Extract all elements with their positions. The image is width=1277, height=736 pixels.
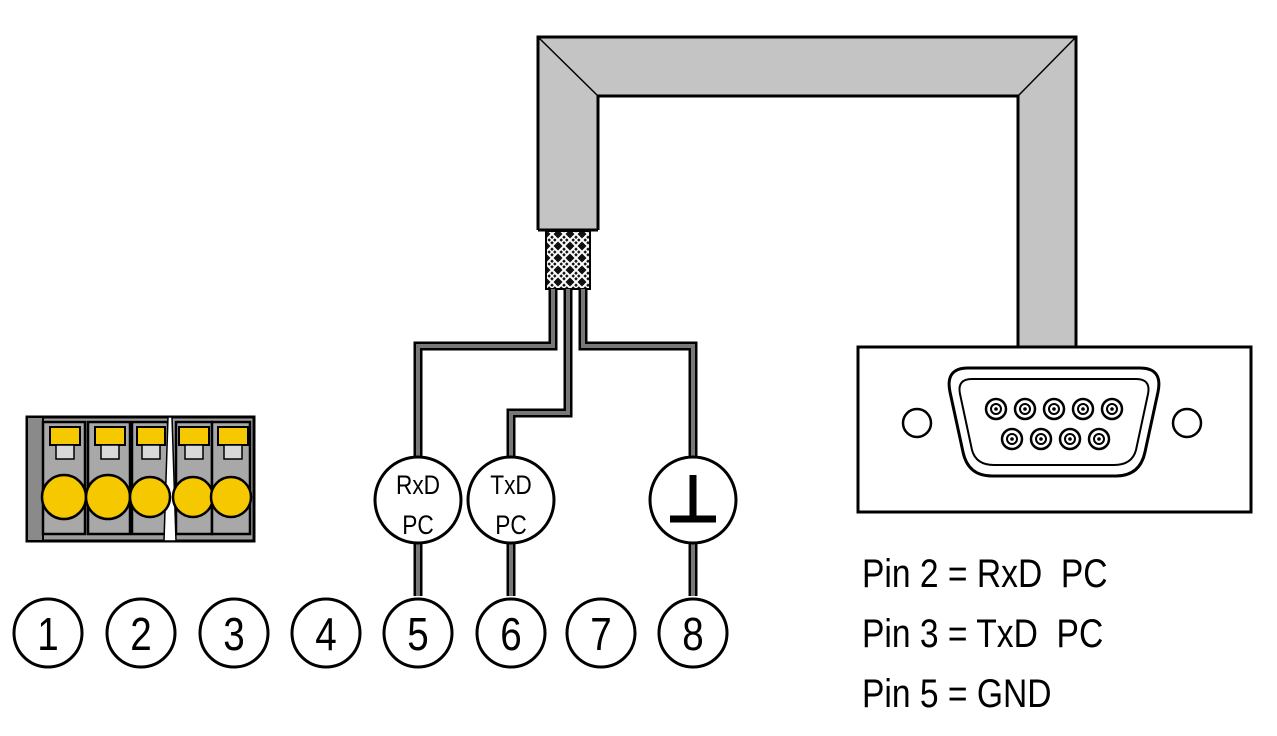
cable xyxy=(536,35,1078,347)
terminal-number-label: 2 xyxy=(130,609,151,660)
dsub-pin xyxy=(984,397,1008,421)
terminal-number-label: 8 xyxy=(682,609,703,660)
dsub-pin xyxy=(1071,397,1095,421)
signal-txd-label: TxD xyxy=(490,470,532,500)
wires xyxy=(413,289,698,596)
terminal-number: 6 xyxy=(475,597,547,669)
terminal-number-label: 3 xyxy=(223,609,244,660)
dsub-pins xyxy=(984,397,1124,451)
dsub-connector-icon xyxy=(856,345,1253,514)
signal-txd-sublabel: PC xyxy=(495,510,526,540)
terminal-number-label: 5 xyxy=(407,609,428,660)
pin-legend-item: Pin 5 = GND xyxy=(862,672,1052,716)
terminal-number: 2 xyxy=(105,597,177,669)
terminal-numbers: 1 2 3 4 5 6 7 8 xyxy=(12,597,729,669)
ground-icon xyxy=(648,455,738,545)
dsub-pin xyxy=(1013,397,1037,421)
terminal-block-icon xyxy=(25,415,256,543)
dsub-pin xyxy=(1058,427,1082,451)
terminal-number-label: 1 xyxy=(37,609,58,660)
terminal-number: 7 xyxy=(565,597,637,669)
terminal-number: 3 xyxy=(198,597,270,669)
signal-rxd-pc: RxD PC xyxy=(373,455,463,545)
terminal-number: 5 xyxy=(382,597,454,669)
terminal-number-label: 7 xyxy=(590,609,611,660)
dsub-pin xyxy=(1087,427,1111,451)
dsub-pin xyxy=(1042,397,1066,421)
pin-legend-item: Pin 2 = RxD PC xyxy=(862,552,1108,596)
terminal-number: 1 xyxy=(12,597,84,669)
dsub-pin xyxy=(1000,427,1024,451)
signal-txd-pc: TxD PC xyxy=(466,455,556,545)
cable-shield xyxy=(545,230,591,290)
pin-legend: Pin 2 = RxD PC Pin 3 = TxD PC Pin 5 = GN… xyxy=(862,544,1154,724)
dsub-pin xyxy=(1029,427,1053,451)
signal-rxd-sublabel: PC xyxy=(402,510,433,540)
signal-rxd-label: RxD xyxy=(396,470,440,500)
terminal-number: 8 xyxy=(657,597,729,669)
terminal-number-label: 6 xyxy=(500,609,521,660)
pin-legend-item: Pin 3 = TxD PC xyxy=(862,612,1104,656)
terminal-number: 4 xyxy=(290,597,362,669)
dsub-pin xyxy=(1100,397,1124,421)
terminal-number-label: 4 xyxy=(315,609,336,660)
